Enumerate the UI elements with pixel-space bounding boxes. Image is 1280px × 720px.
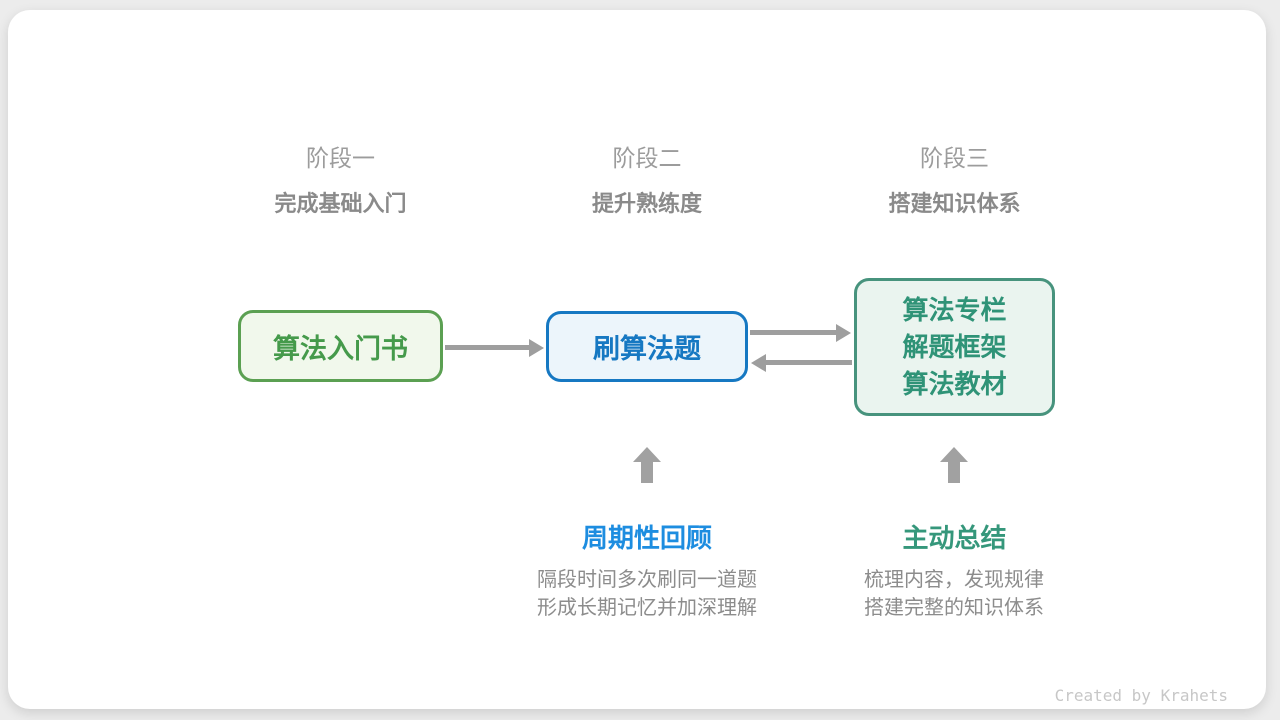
stage2-label: 阶段二 — [612, 145, 682, 171]
node-knowledge-line-3: 算法教材 — [902, 368, 1007, 399]
node-knowledge-line-2: 解题框架 — [902, 331, 1007, 362]
note-desc-periodic-review: 隔段时间多次刷同一道题 形成长期记忆并加深理解 — [497, 566, 797, 622]
note-title-periodic-review: 周期性回顾 — [581, 523, 712, 553]
note-desc-line: 梳理内容，发现规律 — [864, 569, 1044, 591]
node-knowledge-line-1: 算法专栏 — [902, 294, 1007, 325]
diagram-card: 阶段一 阶段二 阶段三 完成基础入门 提升熟练度 搭建知识体系 算法入门书 刷算… — [8, 10, 1266, 709]
stage3-subtitle: 搭建知识体系 — [888, 191, 1021, 216]
node-knowledge-resources: 算法专栏 解题框架 算法教材 — [854, 278, 1055, 416]
stage2-subtitle: 提升熟练度 — [591, 191, 702, 216]
node-intro-book: 算法入门书 — [238, 310, 443, 382]
arrow-left-icon — [765, 360, 852, 365]
node-intro-book-label: 算法入门书 — [273, 333, 408, 364]
arrow-right-icon — [445, 345, 530, 350]
arrow-up-icon — [940, 447, 968, 483]
stage3-label: 阶段三 — [920, 145, 989, 171]
arrow-up-icon — [633, 447, 661, 483]
credit-text: Created by Krahets — [1054, 686, 1228, 705]
node-practice-problems: 刷算法题 — [546, 311, 748, 382]
note-desc-line: 隔段时间多次刷同一道题 — [537, 569, 757, 591]
note-title-active-summary: 主动总结 — [902, 523, 1007, 553]
note-desc-line: 搭建完整的知识体系 — [864, 597, 1044, 619]
note-desc-line: 形成长期记忆并加深理解 — [537, 597, 757, 619]
node-practice-problems-label: 刷算法题 — [593, 334, 701, 364]
arrow-right-icon — [750, 330, 837, 335]
stage1-subtitle: 完成基础入门 — [274, 191, 407, 216]
stage1-label: 阶段一 — [306, 145, 375, 171]
note-desc-active-summary: 梳理内容，发现规律 搭建完整的知识体系 — [804, 566, 1104, 622]
